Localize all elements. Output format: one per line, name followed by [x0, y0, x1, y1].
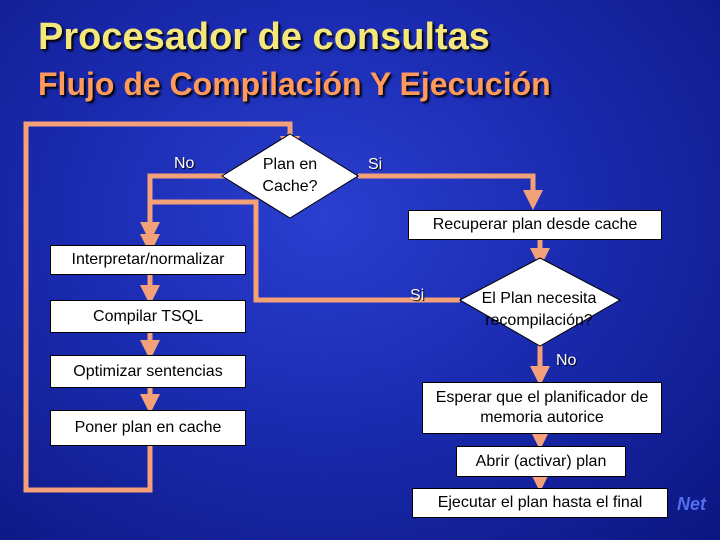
decision-recompile-diamond [458, 257, 622, 347]
yes-label: Si [368, 156, 383, 173]
page-subtitle: Flujo de Compilación Y Ejecución [38, 66, 551, 102]
step-open-plan: Abrir (activar) plan [456, 446, 626, 477]
decision-cache-diamond [221, 133, 359, 219]
recompile-yes-connector [140, 199, 460, 303]
recompile-yes-label: Si [410, 287, 425, 304]
no-branch-connector [140, 173, 248, 254]
step-wait-memory: Esperar que el planificador de memoria a… [422, 382, 662, 434]
recompile-no-label: No [556, 352, 577, 369]
loop-connector [23, 121, 300, 493]
step-execute-plan: Ejecutar el plan hasta el final [412, 488, 668, 518]
dotnet-logo: Net [676, 494, 706, 514]
step-optimize: Optimizar sentencias [50, 355, 246, 388]
decision-cache-text: Plan en Cache? [262, 156, 318, 195]
step-interpret: Interpretar/normalizar [50, 245, 246, 275]
yes-branch-connector [358, 173, 543, 210]
no-label: No [174, 155, 195, 172]
decision-recompile-text: El Plan necesita recompilación? [481, 290, 597, 329]
step-cache-plan: Poner plan en cache [50, 410, 246, 446]
page-title: Procesador de consultas [38, 16, 490, 58]
step-retrieve-plan: Recuperar plan desde cache [408, 210, 662, 240]
step-compile: Compilar TSQL [50, 300, 246, 333]
